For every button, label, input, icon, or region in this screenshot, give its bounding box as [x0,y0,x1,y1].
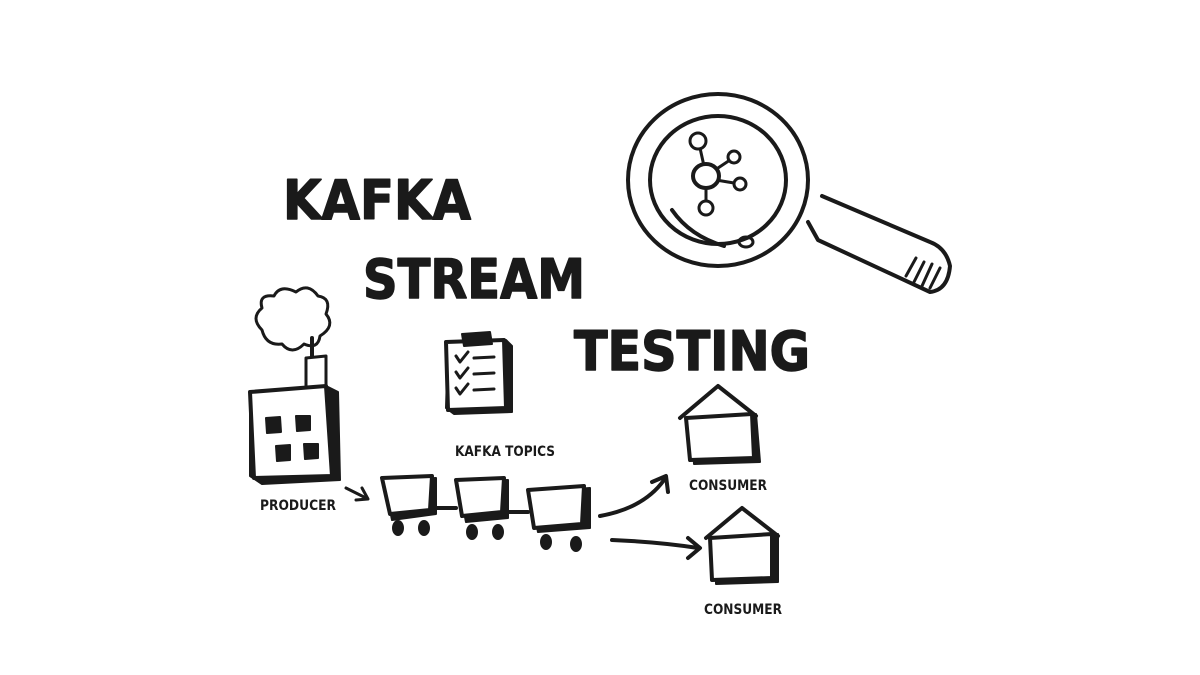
magnifying-glass-icon [626,92,952,294]
title-word-stream: STREAM [363,248,585,311]
arrow-topics-to-consumer-bottom [610,536,702,560]
arrow-topics-to-consumer-top [598,474,670,518]
title-word-testing: TESTING [574,320,810,383]
kafka-topics-label: KAFKA TOPICS [455,444,555,460]
house-icon [704,506,780,585]
factory-icon [248,286,341,485]
cart-icon [526,484,591,552]
producer-label: PRODUCER [260,498,336,514]
arrow-producer-to-topics [344,486,370,502]
title-word-kafka: KAFKA [283,169,471,232]
house-icon [678,384,761,465]
consumer-label-bottom: CONSUMER [704,602,782,618]
cart-icon [454,476,509,540]
network-graph-icon [688,131,748,217]
cart-icon [380,474,437,536]
topic-carts [380,474,591,552]
checklist-icon [444,331,513,415]
consumer-label-top: CONSUMER [689,478,767,494]
